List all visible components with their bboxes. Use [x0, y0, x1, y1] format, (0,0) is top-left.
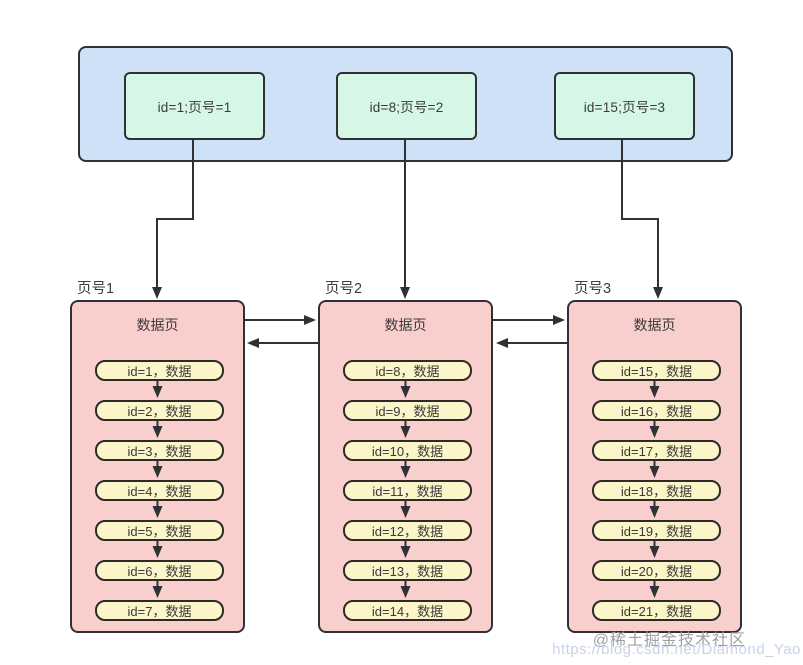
- page-number-label: 页号2: [325, 281, 363, 297]
- data-page-3: 页号3 数据页 id=15，数据 id=16，数据 id=17，数据 id=18，数据…: [567, 281, 742, 633]
- data-row: id=2，数据: [95, 400, 224, 421]
- data-row: id=12，数据: [343, 520, 472, 541]
- data-row: id=1，数据: [95, 360, 224, 381]
- data-page-2: 页号2 数据页 id=8，数据 id=9，数据 id=10，数据 id=11，数据 id…: [318, 281, 493, 633]
- data-row: id=3，数据: [95, 440, 224, 461]
- data-row: id=19，数据: [592, 520, 721, 541]
- data-row: id=21，数据: [592, 600, 721, 621]
- index-entry-3: id=15;页号=3: [554, 72, 695, 140]
- page-title: 数据页: [136, 317, 179, 333]
- data-row: id=17，数据: [592, 440, 721, 461]
- data-row: id=9，数据: [343, 400, 472, 421]
- data-row: id=11，数据: [343, 480, 472, 501]
- index-page-container: id=1;页号=1 id=8;页号=2 id=15;页号=3: [78, 46, 733, 162]
- page-number-label: 页号3: [574, 281, 612, 297]
- data-row: id=18，数据: [592, 480, 721, 501]
- data-row: id=14，数据: [343, 600, 472, 621]
- data-row: id=4，数据: [95, 480, 224, 501]
- data-row: id=5，数据: [95, 520, 224, 541]
- data-row: id=7，数据: [95, 600, 224, 621]
- data-row: id=13，数据: [343, 560, 472, 581]
- watermark-url: https://blog.csdn.net/Diamond_Yao: [552, 641, 801, 658]
- index-entry-1: id=1;页号=1: [124, 72, 265, 140]
- page-number-label: 页号1: [77, 281, 115, 297]
- data-page-1: 页号1 数据页 id=1，数据 id=2，数据 id=3，数据 id=4，数据 id=5…: [70, 281, 245, 633]
- watermark-community: @稀土掘金技术社区: [592, 632, 746, 649]
- page-title: 数据页: [384, 317, 427, 333]
- data-row: id=10，数据: [343, 440, 472, 461]
- index-entry-2: id=8;页号=2: [336, 72, 477, 140]
- data-row: id=20，数据: [592, 560, 721, 581]
- data-row: id=16，数据: [592, 400, 721, 421]
- data-row: id=15，数据: [592, 360, 721, 381]
- page-title: 数据页: [633, 317, 676, 333]
- data-row: id=6，数据: [95, 560, 224, 581]
- data-row: id=8，数据: [343, 360, 472, 381]
